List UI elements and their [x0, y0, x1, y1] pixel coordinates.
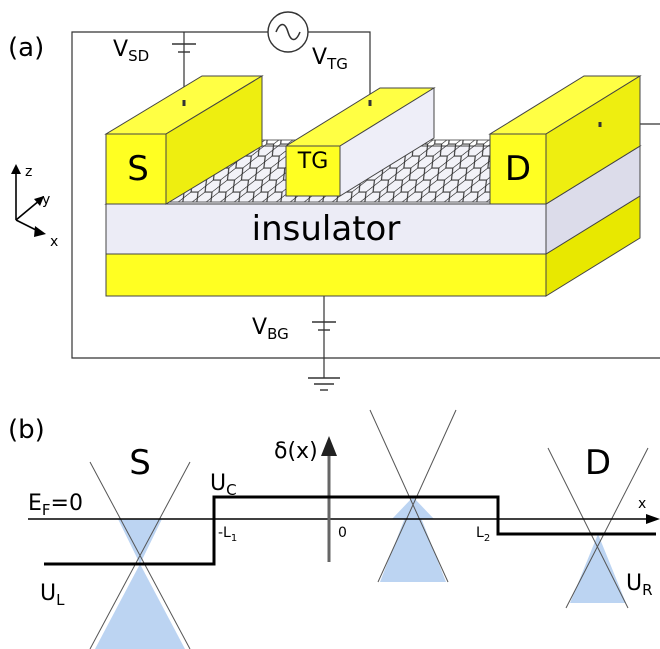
cone-outlines — [89, 409, 649, 649]
potential-profile — [44, 495, 656, 566]
x-axis — [28, 514, 660, 524]
x-axis-label: x — [638, 496, 646, 512]
ac-source-icon — [267, 11, 309, 53]
delta-label: δ(x) — [274, 439, 318, 464]
panel-a-label: (a) — [8, 33, 44, 63]
ground-icon — [308, 377, 340, 391]
lead-d-label: D — [585, 443, 611, 483]
back-gate-layer — [105, 195, 641, 297]
coordinate-axes-icon — [11, 164, 46, 237]
battery-bg-icon — [312, 321, 336, 331]
vtg-label: VTG — [312, 45, 348, 73]
axis-y-label: y — [42, 192, 50, 208]
top-gate-electrode — [284, 87, 436, 197]
panel-a: (a) VSD VTG insul — [8, 11, 660, 391]
drain-electrode — [488, 75, 642, 205]
battery-sd-icon — [172, 43, 196, 53]
topgate-label: TG — [297, 149, 329, 174]
ur-label: UR — [626, 571, 653, 599]
fermi-level-label: EF=0 — [28, 491, 83, 519]
panel-b: (b) δ(x) — [8, 409, 660, 649]
delta-arrow — [321, 436, 337, 562]
vsd-label: VSD — [113, 37, 149, 65]
lead-s-label: S — [129, 443, 151, 483]
axis-z-label: z — [25, 164, 32, 180]
tick-l2: L2 — [476, 525, 490, 544]
tick-zero: 0 — [338, 525, 347, 541]
ul-label: UL — [40, 581, 65, 609]
vbg-label: VBG — [252, 315, 289, 343]
source-label: S — [127, 149, 149, 189]
uc-label: UC — [210, 471, 237, 499]
tick-minus-l1: -L1 — [218, 525, 237, 544]
panel-b-label: (b) — [8, 415, 45, 445]
dirac-cones — [95, 497, 626, 649]
insulator-label: insulator — [252, 209, 401, 249]
axis-x-label: x — [50, 234, 58, 250]
drain-label: D — [505, 149, 531, 189]
